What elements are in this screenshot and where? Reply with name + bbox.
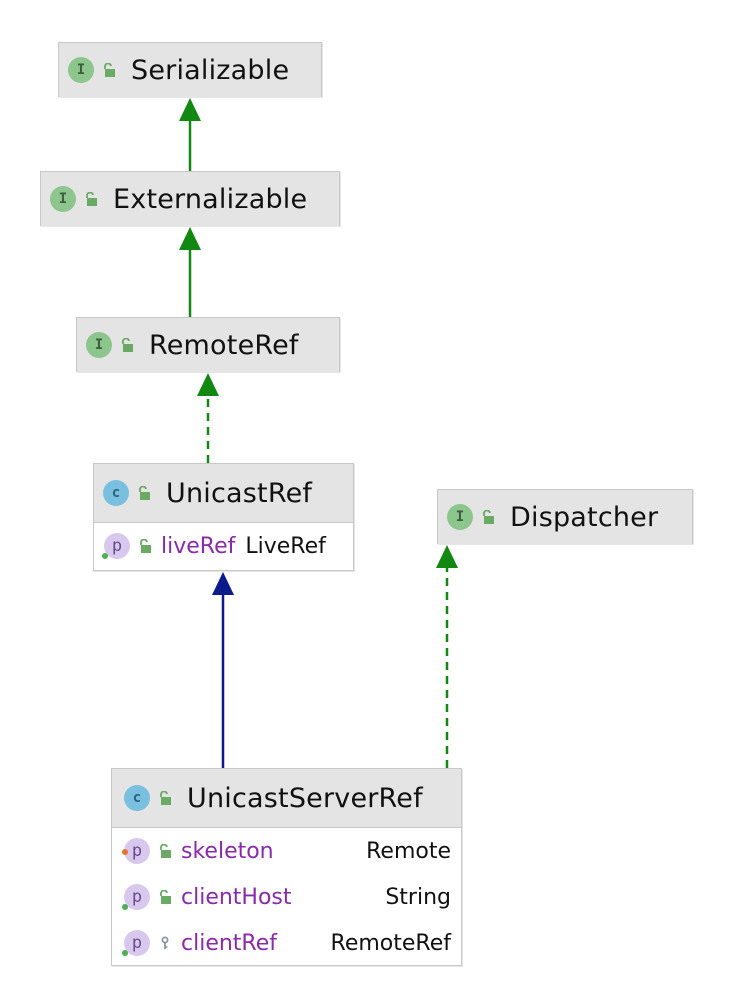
property-icon: p: [122, 884, 150, 910]
public-lock-icon: [86, 192, 97, 206]
property-icon: p: [102, 533, 130, 559]
key-icon: [161, 936, 169, 949]
node-title: UnicastServerRef: [187, 782, 423, 814]
class-icon: c: [103, 480, 129, 506]
member-list: p skeleton Remote p clientHost String: [112, 827, 461, 966]
node-serializable[interactable]: I Serializable: [58, 42, 322, 97]
status-dot: [102, 553, 108, 559]
member-type: String: [385, 884, 451, 910]
node-header: I Dispatcher: [438, 490, 692, 544]
interface-icon: I: [50, 186, 76, 212]
member-type: Remote: [366, 838, 451, 864]
interface-icon: I: [86, 332, 112, 358]
node-remoteref[interactable]: I RemoteRef: [76, 317, 340, 372]
arrowhead-remoteref: [197, 373, 219, 396]
node-title: Externalizable: [113, 183, 308, 215]
node-title: RemoteRef: [149, 329, 299, 361]
member-row[interactable]: p skeleton Remote: [112, 828, 461, 874]
member-row[interactable]: p clientRef RemoteRef: [112, 920, 461, 966]
node-unicastref[interactable]: c UnicastRef p liveRef LiveRef: [93, 463, 354, 571]
class-icon: c: [124, 785, 150, 811]
member-type: LiveRef: [245, 533, 326, 559]
arrowhead-serializable: [179, 98, 201, 121]
public-lock-icon: [160, 791, 171, 805]
member-name: clientRef: [181, 930, 278, 956]
node-unicastserverref[interactable]: c UnicastServerRef p skeleton Remote p: [111, 768, 462, 966]
node-title: Dispatcher: [510, 501, 659, 533]
node-header: I RemoteRef: [77, 318, 339, 372]
public-lock-icon: [139, 486, 150, 500]
node-title: Serializable: [131, 54, 290, 86]
member-name: clientHost: [181, 884, 292, 910]
node-header: c UnicastRef: [94, 464, 353, 522]
member-row[interactable]: p clientHost String: [112, 874, 461, 920]
node-header: I Externalizable: [41, 172, 339, 226]
member-name: liveRef: [161, 533, 236, 559]
arrowhead-externalizable: [179, 227, 201, 250]
arrowhead-dispatcher: [436, 545, 458, 568]
public-lock-icon: [160, 844, 171, 858]
arrowhead-unicastref: [212, 572, 234, 595]
node-dispatcher[interactable]: I Dispatcher: [437, 489, 693, 544]
node-externalizable[interactable]: I Externalizable: [40, 171, 340, 226]
node-header: I Serializable: [59, 43, 321, 97]
public-lock-icon: [122, 338, 133, 352]
status-dot: [122, 904, 128, 910]
interface-icon: I: [68, 57, 94, 83]
public-lock-icon: [483, 510, 494, 524]
member-type: RemoteRef: [330, 930, 451, 956]
public-lock-icon: [140, 539, 151, 553]
member-name: skeleton: [181, 838, 274, 864]
member-row[interactable]: p liveRef LiveRef: [94, 523, 353, 569]
status-dot: [122, 950, 128, 956]
interface-icon: I: [447, 504, 473, 530]
status-dot: [122, 849, 128, 855]
property-icon: p: [122, 838, 150, 864]
property-icon: p: [122, 930, 150, 956]
public-lock-icon: [104, 63, 115, 77]
node-title: UnicastRef: [166, 477, 313, 509]
node-header: c UnicastServerRef: [112, 769, 461, 827]
public-lock-icon: [160, 890, 171, 904]
member-list: p liveRef LiveRef: [94, 522, 353, 569]
